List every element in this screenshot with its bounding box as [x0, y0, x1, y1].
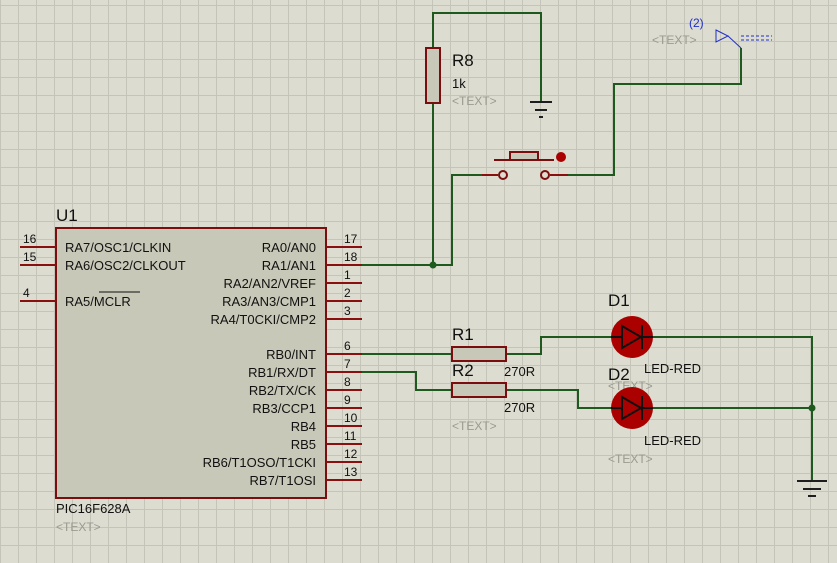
- u1-body: [55, 227, 327, 499]
- d1-value: LED-RED: [644, 361, 701, 376]
- ground-symbol: [797, 480, 827, 497]
- pin-name: RB0/INT: [266, 347, 316, 362]
- pin-number: 12: [344, 447, 358, 461]
- terminal-label: (2): [689, 16, 704, 30]
- pin-number: 2: [344, 286, 351, 300]
- r8-ref: R8: [452, 51, 474, 70]
- button-state-icon[interactable]: [556, 152, 566, 162]
- pin-name: RA0/AN0: [262, 240, 316, 255]
- pin-name: RB1/RX/DT: [248, 365, 316, 380]
- d2-led[interactable]: D2 LED-RED <TEXT>: [608, 365, 701, 466]
- r2-text: <TEXT>: [452, 419, 497, 433]
- r8-body: [425, 47, 441, 104]
- pin-number: 3: [344, 304, 351, 318]
- u1-text: <TEXT>: [56, 520, 101, 534]
- pin-number: 1: [344, 268, 351, 282]
- pin-number: 7: [344, 357, 351, 371]
- r2-body: [451, 382, 507, 398]
- wires: [360, 12, 813, 480]
- r1-body: [451, 346, 507, 362]
- junction-dot: [808, 404, 816, 412]
- wire-d1-right: [650, 336, 813, 408]
- pin-name: RB7/T1OSI: [250, 473, 316, 488]
- pin-number: 6: [344, 339, 351, 353]
- junction-dot: [429, 261, 437, 269]
- ground-symbol: [530, 101, 552, 118]
- pin-number: 18: [344, 250, 358, 264]
- u1-microcontroller[interactable]: 16RA7/OSC1/CLKIN15RA6/OSC2/CLKOUT4RA5/MC…: [20, 206, 362, 534]
- pin-name: RA4/T0CKI/CMP2: [211, 312, 316, 327]
- wire-r1-d1: [506, 336, 614, 355]
- pin-number: 10: [344, 411, 358, 425]
- wire-button-terminal: [568, 48, 742, 176]
- wire-rb1-r2: [360, 371, 452, 391]
- d1-ref: D1: [608, 291, 630, 310]
- wire-ra1-button: [360, 174, 482, 266]
- r1-value: 270R: [504, 364, 535, 379]
- wire-r2-d2: [506, 389, 614, 409]
- u1-part: PIC16F628A: [56, 501, 131, 516]
- terminal-text: <TEXT>: [652, 33, 697, 47]
- pin-number: 9: [344, 393, 351, 407]
- pin-name: RA5/MCLR: [65, 294, 131, 309]
- d2-ref: D2: [608, 365, 630, 384]
- pin-name: RA6/OSC2/CLKOUT: [65, 258, 186, 273]
- r8-value: 1k: [452, 76, 466, 91]
- pin-name: RA7/OSC1/CLKIN: [65, 240, 171, 255]
- d2-text: <TEXT>: [608, 452, 653, 466]
- r2-resistor[interactable]: R2 270R <TEXT>: [451, 361, 535, 433]
- pin-number: 16: [23, 232, 37, 246]
- pin-number: 11: [344, 429, 357, 443]
- u1-ref: U1: [56, 206, 78, 225]
- d2-value: LED-RED: [644, 433, 701, 448]
- pin-name: RB2/TX/CK: [249, 383, 317, 398]
- pin-name: RB5: [291, 437, 316, 452]
- r2-ref: R2: [452, 361, 474, 380]
- pin-number: 8: [344, 375, 351, 389]
- r1-ref: R1: [452, 325, 474, 344]
- pin-name: RA2/AN2/VREF: [224, 276, 317, 291]
- pin-name: RA3/AN3/CMP1: [222, 294, 316, 309]
- pin-name: RA1/AN1: [262, 258, 316, 273]
- r8-resistor[interactable]: R8 1k <TEXT>: [425, 47, 497, 108]
- pin-name: RB4: [291, 419, 316, 434]
- r8-text: <TEXT>: [452, 94, 497, 108]
- terminal-arrow-icon: [715, 29, 730, 43]
- wire-r8-ground: [432, 12, 542, 101]
- pin-number: 13: [344, 465, 358, 479]
- r1-resistor[interactable]: R1 270R: [451, 325, 535, 379]
- terminal-2[interactable]: (2) <TEXT>: [652, 16, 772, 49]
- pin-number: 17: [344, 232, 358, 246]
- pin-number: 4: [23, 286, 30, 300]
- pin-name: RB3/CCP1: [252, 401, 316, 416]
- pin-number: 15: [23, 250, 37, 264]
- push-button[interactable]: [482, 151, 568, 180]
- r2-value: 270R: [504, 400, 535, 415]
- pin-name: RB6/T1OSO/T1CKI: [203, 455, 316, 470]
